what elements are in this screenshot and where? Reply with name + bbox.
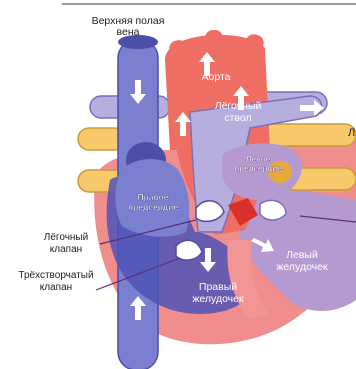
- label-svc-2: вена: [117, 26, 140, 38]
- label-left-atrium-2: предсердие: [234, 164, 282, 173]
- label-right-ventricle-2: желудочек: [192, 293, 244, 305]
- label-tricuspid-2: клапан: [40, 282, 72, 293]
- label-right-atrium: Правое: [137, 192, 168, 202]
- label-pulmonary-trunk: Лёгочный: [215, 100, 262, 112]
- label-pulmonary-valve-2: клапан: [50, 244, 82, 255]
- label-right-ventricle: Правый: [199, 281, 237, 293]
- label-edge-mark: Л: [348, 127, 355, 139]
- label-left-ventricle: Левый: [286, 249, 318, 261]
- label-left-ventricle-2: желудочек: [276, 261, 328, 273]
- label-aorta: Аорта: [202, 71, 231, 83]
- label-right-atrium-2: предсердие: [128, 202, 178, 212]
- label-tricuspid: Трёхстворчатый: [18, 270, 93, 281]
- label-pulmonary-valve: Лёгочный: [44, 232, 88, 243]
- label-pulmonary-trunk-2: ствол: [224, 112, 251, 124]
- label-left-atrium: Левое: [246, 155, 271, 164]
